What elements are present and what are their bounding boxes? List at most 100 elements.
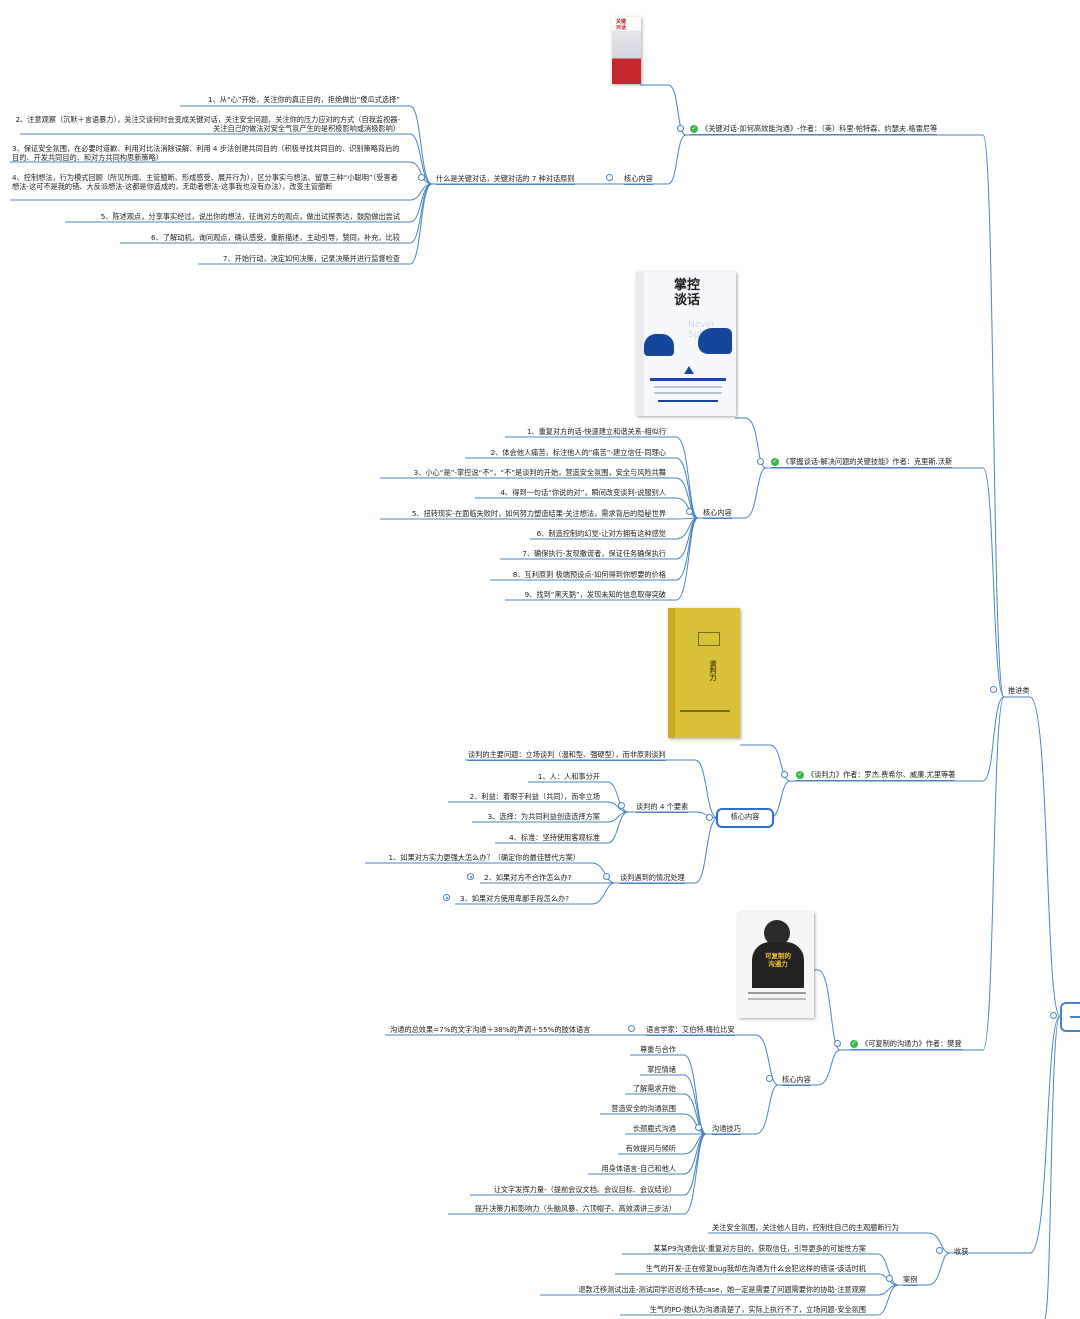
- collapse-toggle-icon[interactable]: [695, 1124, 702, 1131]
- book4-core[interactable]: 核心内容: [782, 1075, 811, 1086]
- check-icon: ✓: [771, 458, 779, 466]
- book1-item-4[interactable]: 4、控制想法，行为模式回顾（所见所闻、主管臆断、形成感受、展开行为），区分事实与…: [12, 173, 398, 191]
- book3-situations-label[interactable]: 谈判遇到的情况处理: [620, 873, 685, 884]
- harvest-case-1[interactable]: 某某P9沟通会议-重复对方目的，获取信任，引导更多的可能性方案: [653, 1244, 866, 1253]
- collapse-toggle-icon[interactable]: [990, 686, 997, 693]
- book2-item-9[interactable]: 9、找到“黑天鹅”，发现未知的信息取得突破: [524, 590, 666, 599]
- focus-dot-icon[interactable]: [467, 873, 474, 880]
- section-harvest[interactable]: 收获: [954, 1247, 969, 1256]
- collapse-toggle-icon[interactable]: [936, 1247, 943, 1254]
- bull-icon: [698, 328, 732, 354]
- collapse-toggle-icon[interactable]: [418, 174, 425, 181]
- book3-situation-3[interactable]: 3、如果对方使用卑鄙手段怎么办?: [460, 894, 570, 903]
- book2-item-3[interactable]: 3、小心“是”-掌控说“不”，“不”是谈判的开始，营造安全氛围，安全与风险共舞: [413, 468, 666, 477]
- collapse-toggle-icon[interactable]: [1050, 1012, 1057, 1019]
- book4-tech-3[interactable]: 了解需求开始: [632, 1084, 676, 1093]
- book1-item-7[interactable]: 7、开始行动，决定如何决策，记录决策并进行监督检查: [222, 254, 400, 263]
- collapse-toggle-icon[interactable]: [757, 458, 764, 465]
- triangle-icon: [684, 366, 694, 374]
- focus-dot-icon[interactable]: [443, 894, 450, 901]
- book3-cover-title: 谈判力: [709, 660, 717, 681]
- book3-elements-label[interactable]: 谈判的 4 个要素: [636, 802, 689, 813]
- book4-linguist-item[interactable]: 沟通的总效果=7%的文字沟通＋38%的声调＋55%的肢体语言: [390, 1025, 591, 1034]
- book1-title[interactable]: ✓《关键对话-如何高效能沟通》-作者：（美）科里·帕特森、约瑟夫.格雷尼等: [690, 124, 938, 135]
- book3-element-1[interactable]: 1、人：人和事分开: [537, 772, 600, 781]
- book4-tech-2[interactable]: 掌控情绪: [647, 1065, 676, 1074]
- book4-tech-7[interactable]: 用身体语言-自己和他人: [601, 1164, 676, 1173]
- book3-element-2[interactable]: 2、利益：着眼于利益（共同），而非立场: [469, 792, 600, 801]
- book4-title-text: 《可复制的沟通力》作者：樊登: [861, 1039, 962, 1048]
- book4-tech-1[interactable]: 尊重与合作: [640, 1045, 676, 1054]
- book4-tech-4[interactable]: 营造安全的沟通氛围: [611, 1104, 676, 1113]
- collapse-toggle-icon[interactable]: [706, 814, 713, 821]
- book1-title-text: 《关键对话-如何高效能沟通》-作者：（美）科里·帕特森、约瑟夫.格雷尼等: [701, 124, 938, 133]
- harvest-case-3[interactable]: 退款迁移测试出走-测试同学迟迟给不错case，她一定是需要了问题需要你的协助-注…: [578, 1285, 866, 1294]
- book4-tech-8[interactable]: 让文字发挥力量-（提前会议文档、会议目标、会议结论）: [493, 1185, 676, 1194]
- book2-item-6[interactable]: 6、制造控制的幻觉-让对方拥有这种感觉: [536, 529, 666, 538]
- collapse-toggle-icon[interactable]: [834, 1040, 841, 1047]
- check-icon: ✓: [850, 1040, 858, 1048]
- book1-item-6[interactable]: 6、了解动机，询问观点，确认感受，重新描述，主动引导，赞同，补充，比较: [151, 233, 400, 242]
- harvest-case-4[interactable]: 生气的PD-她认为沟通清楚了，实际上执行不了，立场问题-安全氛围: [649, 1305, 866, 1314]
- book4-title[interactable]: ✓《可复制的沟通力》作者：樊登: [850, 1039, 962, 1050]
- book4-tech-5[interactable]: 长颈鹿式沟通: [632, 1124, 676, 1133]
- book4-cover-title-1: 可复制的: [765, 952, 791, 960]
- collapse-toggle-icon[interactable]: [677, 125, 684, 132]
- root-node[interactable]: [1060, 1002, 1080, 1032]
- harvest-case-label[interactable]: 案例: [903, 1275, 918, 1286]
- collapse-toggle-icon[interactable]: [781, 771, 788, 778]
- book4-linguist[interactable]: 语言学家：艾伯特.梅拉比安: [646, 1025, 735, 1036]
- book2-item-1[interactable]: 1、重复对方的话-快速建立和谐关系-相似行: [526, 427, 666, 436]
- book4-tech-9[interactable]: 提升决策力和影响力（头脑风暴、六顶帽子、高效演讲三步法）: [474, 1204, 676, 1213]
- book2-item-8[interactable]: 8、互利原则 极端预设点-如何得到你想要的价格: [512, 570, 666, 579]
- book1-sub[interactable]: 什么是关键对话，关键对话的 7 种对话原则: [436, 174, 575, 185]
- book1-cover-title-1: 关键: [616, 19, 627, 25]
- collapse-toggle-icon[interactable]: [628, 1025, 635, 1032]
- collapse-toggle-icon[interactable]: [618, 802, 625, 809]
- collapse-toggle-icon[interactable]: [766, 1075, 773, 1082]
- book-cover-replicable-communication: 可复制的 沟通力: [738, 912, 814, 1018]
- harvest-case-2[interactable]: 生气的开发-正在修复bug我却在沟通为什么会犯这样的错误-该话时机: [645, 1264, 866, 1273]
- book2-cover-title-2: 谈话: [674, 293, 701, 308]
- book3-top[interactable]: 谈判的主要问题：立场谈判（温和型、强硬型），而非原则谈判: [468, 750, 666, 761]
- book3-situation-1[interactable]: 1、如果对方实力更强大怎么办？（确定你的最佳替代方案）: [388, 853, 580, 862]
- collapse-icon: [1070, 1016, 1080, 1018]
- book4-tech-6[interactable]: 有效提问与倾听: [625, 1144, 676, 1153]
- book1-item-3[interactable]: 3、保证安全氛围，在必要时道歉、利用对比法消除误解、利用 4 步法创建共同目的（…: [12, 144, 400, 162]
- collapse-toggle-icon[interactable]: [686, 508, 693, 515]
- book3-title[interactable]: ✓《谈判力》作者：罗杰.费希尔、威廉.尤里等著: [796, 770, 956, 781]
- book1-core[interactable]: 核心内容: [624, 174, 653, 185]
- book2-item-7[interactable]: 7、确保执行-发现撒谎者，保证任务确保执行: [522, 549, 666, 558]
- check-icon: ✓: [796, 771, 804, 779]
- book2-core[interactable]: 核心内容: [703, 508, 732, 519]
- book-cover-never-split: 掌控 谈话 Never Split: [636, 272, 736, 416]
- collapse-toggle-icon[interactable]: [886, 1275, 893, 1282]
- section-push[interactable]: 推进类: [1008, 686, 1030, 695]
- book-cover-crucial-conversations: 关键 对话: [612, 17, 641, 84]
- book2-item-2[interactable]: 2、体会他人痛苦，标注他人的“痛苦”-建立信任-同理心: [490, 448, 666, 457]
- book-cover-getting-to-yes: 谈判力: [668, 608, 740, 738]
- book3-element-3[interactable]: 3、选择：为共同利益创造选择方案: [487, 812, 600, 821]
- book2-cover-title-1: 掌控: [674, 278, 701, 293]
- sheep-icon: [644, 334, 674, 356]
- book4-cover-title-2: 沟通力: [768, 960, 788, 968]
- book2-cover-word: Never Split: [688, 320, 715, 340]
- book1-item-5[interactable]: 5、陈述观点，分享事实经过，说出你的想法，征询对方的观点，做出试探表达，鼓励做出…: [100, 212, 400, 221]
- book3-core-selected[interactable]: 核心内容: [716, 808, 774, 828]
- book3-element-4[interactable]: 4、标准：坚持使用客观标准: [509, 833, 600, 842]
- book1-item-1[interactable]: 1、从“心”开始，关注你的真正目的，拒绝做出“傻瓜式选择”: [208, 95, 400, 104]
- book2-title-text: 《掌握谈话-解决问题的关键技能》作者：克里斯.沃斯: [782, 457, 953, 466]
- author-portrait-icon: [764, 920, 790, 946]
- book2-item-4[interactable]: 4、得到一句话“你说的对”，瞬间改变谈判-说服别人: [500, 488, 666, 497]
- book2-item-5[interactable]: 5、扭转现实-在面临失败时，如何努力塑造结果-关注想法，需求背后的隐秘世界: [411, 509, 666, 518]
- collapse-toggle-icon[interactable]: [603, 873, 610, 880]
- book4-tech-label[interactable]: 沟通技巧: [712, 1124, 741, 1135]
- check-icon: ✓: [690, 125, 698, 133]
- book3-situation-2[interactable]: 2、如果对方不合作怎么办?: [484, 873, 572, 882]
- collapse-toggle-icon[interactable]: [606, 174, 613, 181]
- harvest-top[interactable]: 关注安全氛围，关注他人目的，控制住自己的主观臆断行为: [712, 1223, 899, 1232]
- book2-title[interactable]: ✓《掌握谈话-解决问题的关键技能》作者：克里斯.沃斯: [771, 457, 953, 468]
- book1-item-2[interactable]: 2、注意观察（沉默＋言语暴力），关注交谈何时会变成关键对话，关注安全问题，关注你…: [15, 115, 400, 133]
- book1-cover-title-2: 对话: [616, 25, 627, 31]
